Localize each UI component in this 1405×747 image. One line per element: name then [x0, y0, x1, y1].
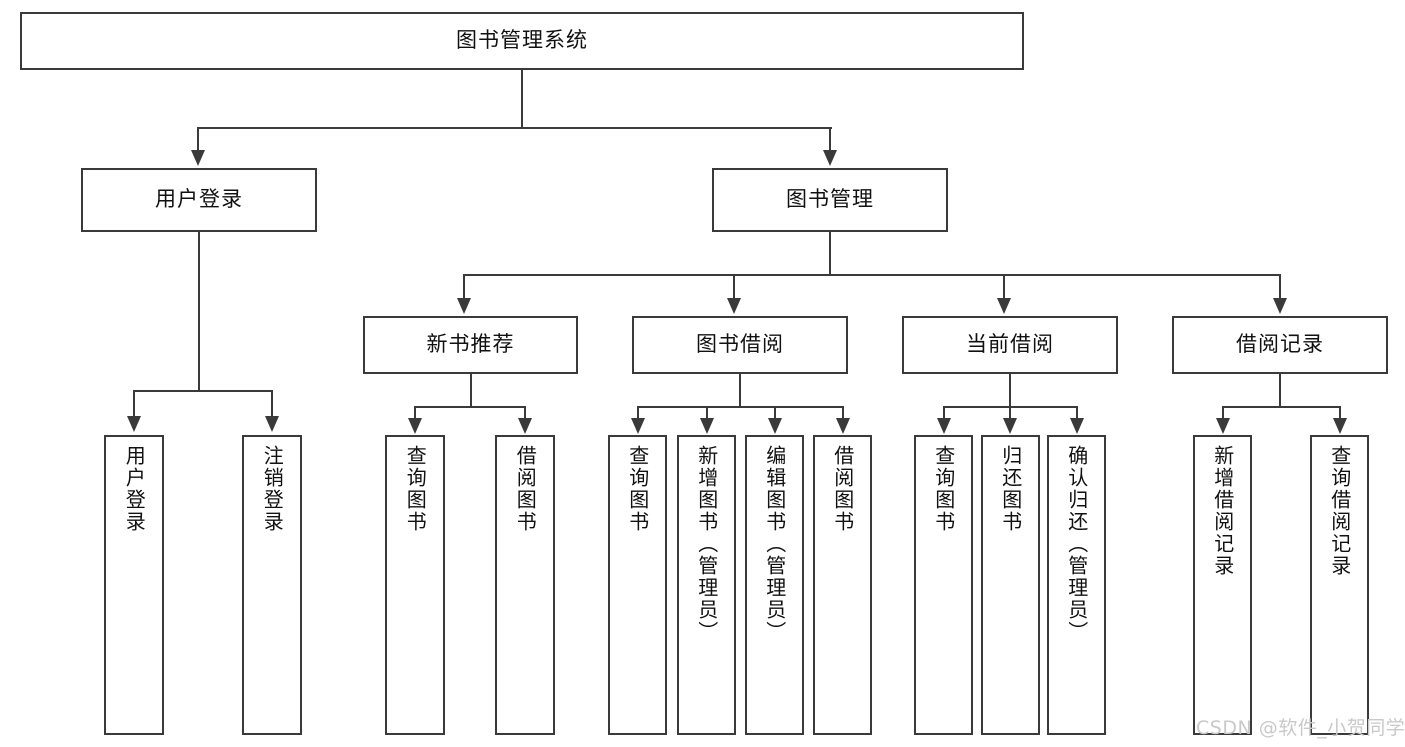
leaf-query-book-3-label: 查询图书 — [931, 445, 956, 533]
arrow-to-current-borrow — [997, 298, 1011, 314]
node-current-borrow-label: 当前借阅 — [966, 332, 1054, 357]
arrow-to-leaf-query-book-2 — [631, 418, 645, 434]
leaf-return-book[interactable]: 归还图书 — [981, 435, 1040, 735]
arrow-to-leaf-query-record — [1333, 418, 1347, 434]
arrow-to-leaf-return-book — [1003, 418, 1017, 434]
leaf-query-book-2[interactable]: 查询图书 — [608, 435, 667, 735]
arrow-to-leaf-borrow-book-1 — [518, 418, 532, 434]
arrow-to-book-borrow — [727, 298, 741, 314]
leaf-user-logout-label: 注销登录 — [260, 445, 285, 533]
connector-level3-bus — [464, 274, 1281, 276]
node-book-management[interactable]: 图书管理 — [712, 168, 948, 232]
connector-level3-drop-3 — [1003, 274, 1005, 300]
leaf-borrow-book-1[interactable]: 借阅图书 — [495, 435, 555, 735]
leaf-confirm-return-label: 确认归还（管理员） — [1064, 445, 1089, 643]
leaf-add-book[interactable]: 新增图书（管理员） — [677, 435, 736, 735]
node-user-login-label: 用户登录 — [155, 187, 243, 212]
leaf-user-login[interactable]: 用户登录 — [104, 435, 164, 735]
node-new-book-recommend-label: 新书推荐 — [426, 332, 515, 357]
leaf-add-book-label: 新增图书（管理员） — [694, 445, 719, 643]
connector-level2-drop-left — [197, 127, 199, 152]
connector-current-borrow-stem — [1009, 374, 1011, 408]
leaf-borrow-book-1-label: 借阅图书 — [513, 445, 538, 533]
connector-book-management-stem — [829, 232, 831, 276]
arrow-to-leaf-user-login — [127, 416, 141, 432]
connector-new-book-drop-1 — [414, 406, 416, 420]
connector-current-borrow-drop-1 — [943, 406, 945, 420]
node-root[interactable]: 图书管理系统 — [20, 12, 1024, 70]
connector-level3-drop-1 — [463, 274, 465, 300]
connector-new-book-drop-2 — [524, 406, 526, 420]
arrow-to-leaf-borrow-book-2 — [836, 418, 850, 434]
node-current-borrow[interactable]: 当前借阅 — [902, 316, 1118, 374]
leaf-return-book-label: 归还图书 — [998, 445, 1023, 533]
node-book-borrow-label: 图书借阅 — [696, 332, 784, 357]
connector-user-login-bus — [134, 390, 272, 392]
connector-level3-drop-2 — [733, 274, 735, 300]
connector-user-login-drop-1 — [133, 390, 135, 418]
connector-borrow-record-drop-2 — [1339, 406, 1341, 420]
connector-level2-drop-right — [829, 127, 831, 152]
arrow-to-leaf-query-book-3 — [937, 418, 951, 434]
arrow-to-book-management — [823, 150, 837, 166]
leaf-query-book-1[interactable]: 查询图书 — [385, 435, 445, 735]
leaf-query-book-3[interactable]: 查询图书 — [914, 435, 973, 735]
connector-borrow-record-stem — [1279, 374, 1281, 408]
leaf-user-login-label: 用户登录 — [122, 445, 147, 533]
connector-root-stem — [521, 70, 523, 127]
arrow-to-leaf-add-record — [1216, 418, 1230, 434]
node-root-label: 图书管理系统 — [456, 28, 588, 53]
arrow-to-new-book-recommend — [457, 298, 471, 314]
leaf-confirm-return[interactable]: 确认归还（管理员） — [1047, 435, 1106, 735]
connector-current-borrow-drop-2 — [1009, 406, 1011, 420]
leaf-add-record-label: 新增借阅记录 — [1210, 445, 1235, 577]
node-borrow-record[interactable]: 借阅记录 — [1172, 316, 1388, 374]
node-book-borrow[interactable]: 图书借阅 — [632, 316, 848, 374]
leaf-query-record[interactable]: 查询借阅记录 — [1310, 435, 1369, 735]
connector-user-login-stem — [198, 232, 200, 392]
connector-book-borrow-drop-3 — [774, 406, 776, 420]
arrow-to-user-login — [191, 150, 205, 166]
connector-new-book-stem — [470, 374, 472, 408]
connector-borrow-record-bus — [1223, 406, 1340, 408]
leaf-query-record-label: 查询借阅记录 — [1327, 445, 1352, 577]
node-borrow-record-label: 借阅记录 — [1236, 332, 1324, 357]
csdn-watermark: CSDN @软件_小贺同学 — [1196, 717, 1405, 739]
connector-book-borrow-drop-4 — [842, 406, 844, 420]
leaf-query-book-1-label: 查询图书 — [403, 445, 428, 533]
connector-borrow-record-drop-1 — [1222, 406, 1224, 420]
arrow-to-leaf-user-logout — [265, 416, 279, 432]
arrow-to-leaf-query-book-1 — [408, 418, 422, 434]
arrow-to-leaf-confirm-return — [1070, 418, 1084, 434]
connector-new-book-bus — [415, 406, 525, 408]
node-book-management-label: 图书管理 — [786, 187, 874, 212]
arrow-to-leaf-add-book — [700, 418, 714, 434]
connector-level2-bus — [198, 127, 832, 129]
connector-user-login-drop-2 — [271, 390, 273, 418]
leaf-edit-book-label: 编辑图书（管理员） — [762, 445, 787, 643]
leaf-borrow-book-2[interactable]: 借阅图书 — [813, 435, 872, 735]
node-new-book-recommend[interactable]: 新书推荐 — [363, 316, 578, 374]
connector-book-borrow-bus — [638, 406, 843, 408]
connector-book-borrow-drop-1 — [637, 406, 639, 420]
connector-level3-drop-4 — [1279, 274, 1281, 300]
leaf-borrow-book-2-label: 借阅图书 — [830, 445, 855, 533]
leaf-edit-book[interactable]: 编辑图书（管理员） — [745, 435, 804, 735]
leaf-user-logout[interactable]: 注销登录 — [242, 435, 302, 735]
leaf-query-book-2-label: 查询图书 — [625, 445, 650, 533]
arrow-to-borrow-record — [1273, 298, 1287, 314]
arrow-to-leaf-edit-book — [768, 418, 782, 434]
connector-book-borrow-drop-2 — [706, 406, 708, 420]
leaf-add-record[interactable]: 新增借阅记录 — [1193, 435, 1252, 735]
connector-book-borrow-stem — [739, 374, 741, 408]
connector-current-borrow-drop-3 — [1076, 406, 1078, 420]
node-user-login[interactable]: 用户登录 — [81, 168, 317, 232]
